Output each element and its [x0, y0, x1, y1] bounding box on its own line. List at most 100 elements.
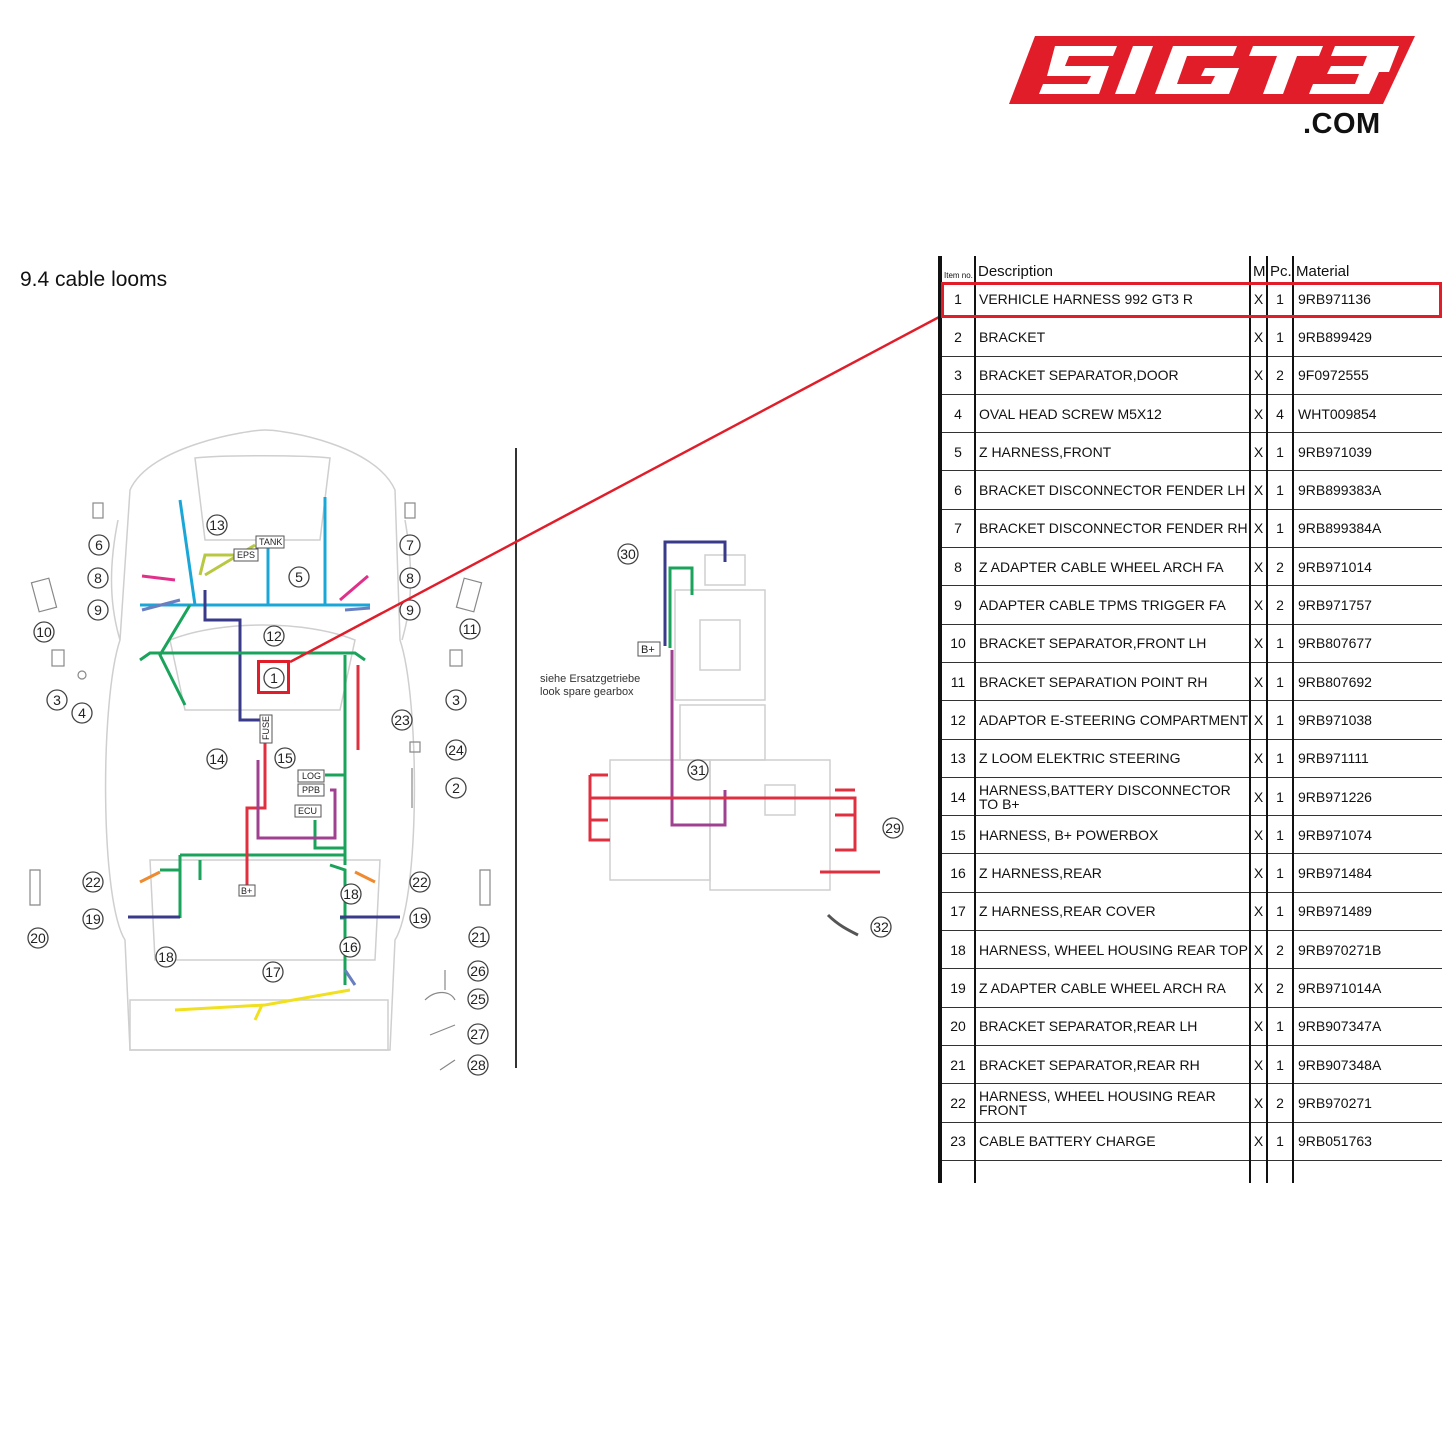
- row-description: BRACKET SEPARATION POINT RH: [974, 662, 1250, 702]
- callout-label: 29: [885, 820, 901, 836]
- row-pc: 2: [1266, 585, 1293, 625]
- row-m: X: [1249, 1122, 1267, 1161]
- callout-label: 32: [873, 919, 889, 935]
- section-title: 9.4 cable looms: [20, 268, 168, 291]
- row-description: OVAL HEAD SCREW M5X12: [974, 394, 1250, 434]
- spacer-cell: [938, 1160, 975, 1183]
- callout-label: 5: [295, 569, 303, 585]
- callout-label: 4: [78, 705, 86, 721]
- tag-b-plus-engine: B+: [641, 644, 655, 656]
- row-description: Z ADAPTER CABLE WHEEL ARCH RA: [974, 968, 1250, 1008]
- callout-circle: [87, 599, 109, 621]
- row-description: BRACKET SEPARATOR,REAR RH: [974, 1045, 1250, 1085]
- row-pc: 2: [1266, 968, 1293, 1008]
- row-pc: 2: [1266, 1083, 1293, 1123]
- row-material: 9RB971074: [1292, 815, 1442, 855]
- row-material: 9RB971014A: [1292, 968, 1442, 1008]
- row-m: X: [1249, 432, 1267, 472]
- row-pc: 4: [1266, 394, 1293, 434]
- row-m: X: [1249, 1083, 1267, 1123]
- row-pc: 2: [1266, 356, 1293, 395]
- row-pc: 2: [1266, 547, 1293, 587]
- row-m: X: [1249, 700, 1267, 740]
- callout-label: 6: [95, 537, 103, 553]
- row-pc: 1: [1266, 432, 1293, 472]
- row-item-no: 9: [938, 585, 975, 625]
- callout-circle: [82, 871, 104, 893]
- row-item-no: 17: [938, 892, 975, 932]
- row-description: HARNESS, B+ POWERBOX: [974, 815, 1250, 855]
- row-m: X: [1249, 930, 1267, 970]
- row-description: ADAPTOR E-STEERING COMPARTMENT: [974, 700, 1250, 740]
- callout-circle: [33, 621, 55, 643]
- row-m: X: [1249, 280, 1267, 319]
- highlighted-callout-box: [257, 660, 290, 694]
- row-pc: 1: [1266, 1045, 1293, 1085]
- s1gt3-logo: [1009, 36, 1415, 104]
- row-m: X: [1249, 394, 1267, 434]
- row-material: 9RB971489: [1292, 892, 1442, 932]
- callout-label: 16: [342, 939, 358, 955]
- row-item-no: 16: [938, 853, 975, 893]
- row-material: 9RB971484: [1292, 853, 1442, 893]
- row-material: 9F0972555: [1292, 356, 1442, 395]
- row-item-no: 13: [938, 739, 975, 778]
- row-material: 9RB971038: [1292, 700, 1442, 740]
- row-material: 9RB807677: [1292, 624, 1442, 663]
- row-description: HARNESS,BATTERY DISCONNECTOR TO B+: [974, 777, 1250, 817]
- tag-eps: EPS: [237, 550, 255, 560]
- row-material: 9RB899384A: [1292, 509, 1442, 549]
- row-m: X: [1249, 892, 1267, 932]
- row-item-no: 3: [938, 356, 975, 395]
- row-description: BRACKET DISCONNECTOR FENDER RH: [974, 509, 1250, 549]
- table-header-row: Item no. Description M Pc. Material: [938, 256, 1442, 280]
- engine-harness: [588, 540, 880, 937]
- callout-circle: [155, 946, 177, 968]
- callout-label: 25: [470, 991, 486, 1007]
- row-item-no: 15: [938, 815, 975, 855]
- tag-fuse: FUSE: [261, 716, 271, 740]
- row-description: HARNESS, WHEEL HOUSING REAR TOP: [974, 930, 1250, 970]
- table-spacer-row: [938, 1160, 1442, 1183]
- row-description: Z HARNESS,FRONT: [974, 432, 1250, 472]
- callout-circle: [82, 908, 104, 930]
- row-m: X: [1249, 662, 1267, 702]
- gearbox-note-de: siehe Ersatzgetriebe: [540, 673, 640, 685]
- row-description: CABLE BATTERY CHARGE: [974, 1122, 1250, 1161]
- callout-label: 31: [690, 762, 706, 778]
- component-tags: TANK EPS FUSE LOG PPB ECU B+ B+: [233, 535, 661, 897]
- engine-sketch: [609, 554, 831, 891]
- callout-circle: [87, 567, 109, 589]
- callout-circle: [687, 759, 709, 781]
- row-m: X: [1249, 815, 1267, 855]
- row-item-no: 8: [938, 547, 975, 587]
- callout-circle: [391, 709, 413, 731]
- callout-label: 28: [470, 1057, 486, 1073]
- callout-label: 7: [406, 537, 414, 553]
- row-description: BRACKET SEPARATOR,DOOR: [974, 356, 1250, 395]
- row-item-no: 7: [938, 509, 975, 549]
- row-m: X: [1249, 853, 1267, 893]
- row-material: 9RB970271: [1292, 1083, 1442, 1123]
- row-item-no: 5: [938, 432, 975, 472]
- callout-label: 11: [463, 621, 478, 637]
- row-description: BRACKET: [974, 317, 1250, 357]
- callout-label: 22: [85, 874, 101, 890]
- row-material: 9RB807692: [1292, 662, 1442, 702]
- callout-circle: [206, 514, 228, 536]
- callout-circle: [46, 689, 68, 711]
- tag-tank: TANK: [259, 537, 282, 547]
- row-item-no: 2: [938, 317, 975, 357]
- row-pc: 1: [1266, 777, 1293, 817]
- row-m: X: [1249, 739, 1267, 778]
- row-m: X: [1249, 777, 1267, 817]
- callout-label: 21: [471, 929, 487, 945]
- callout-label: 1: [270, 670, 278, 686]
